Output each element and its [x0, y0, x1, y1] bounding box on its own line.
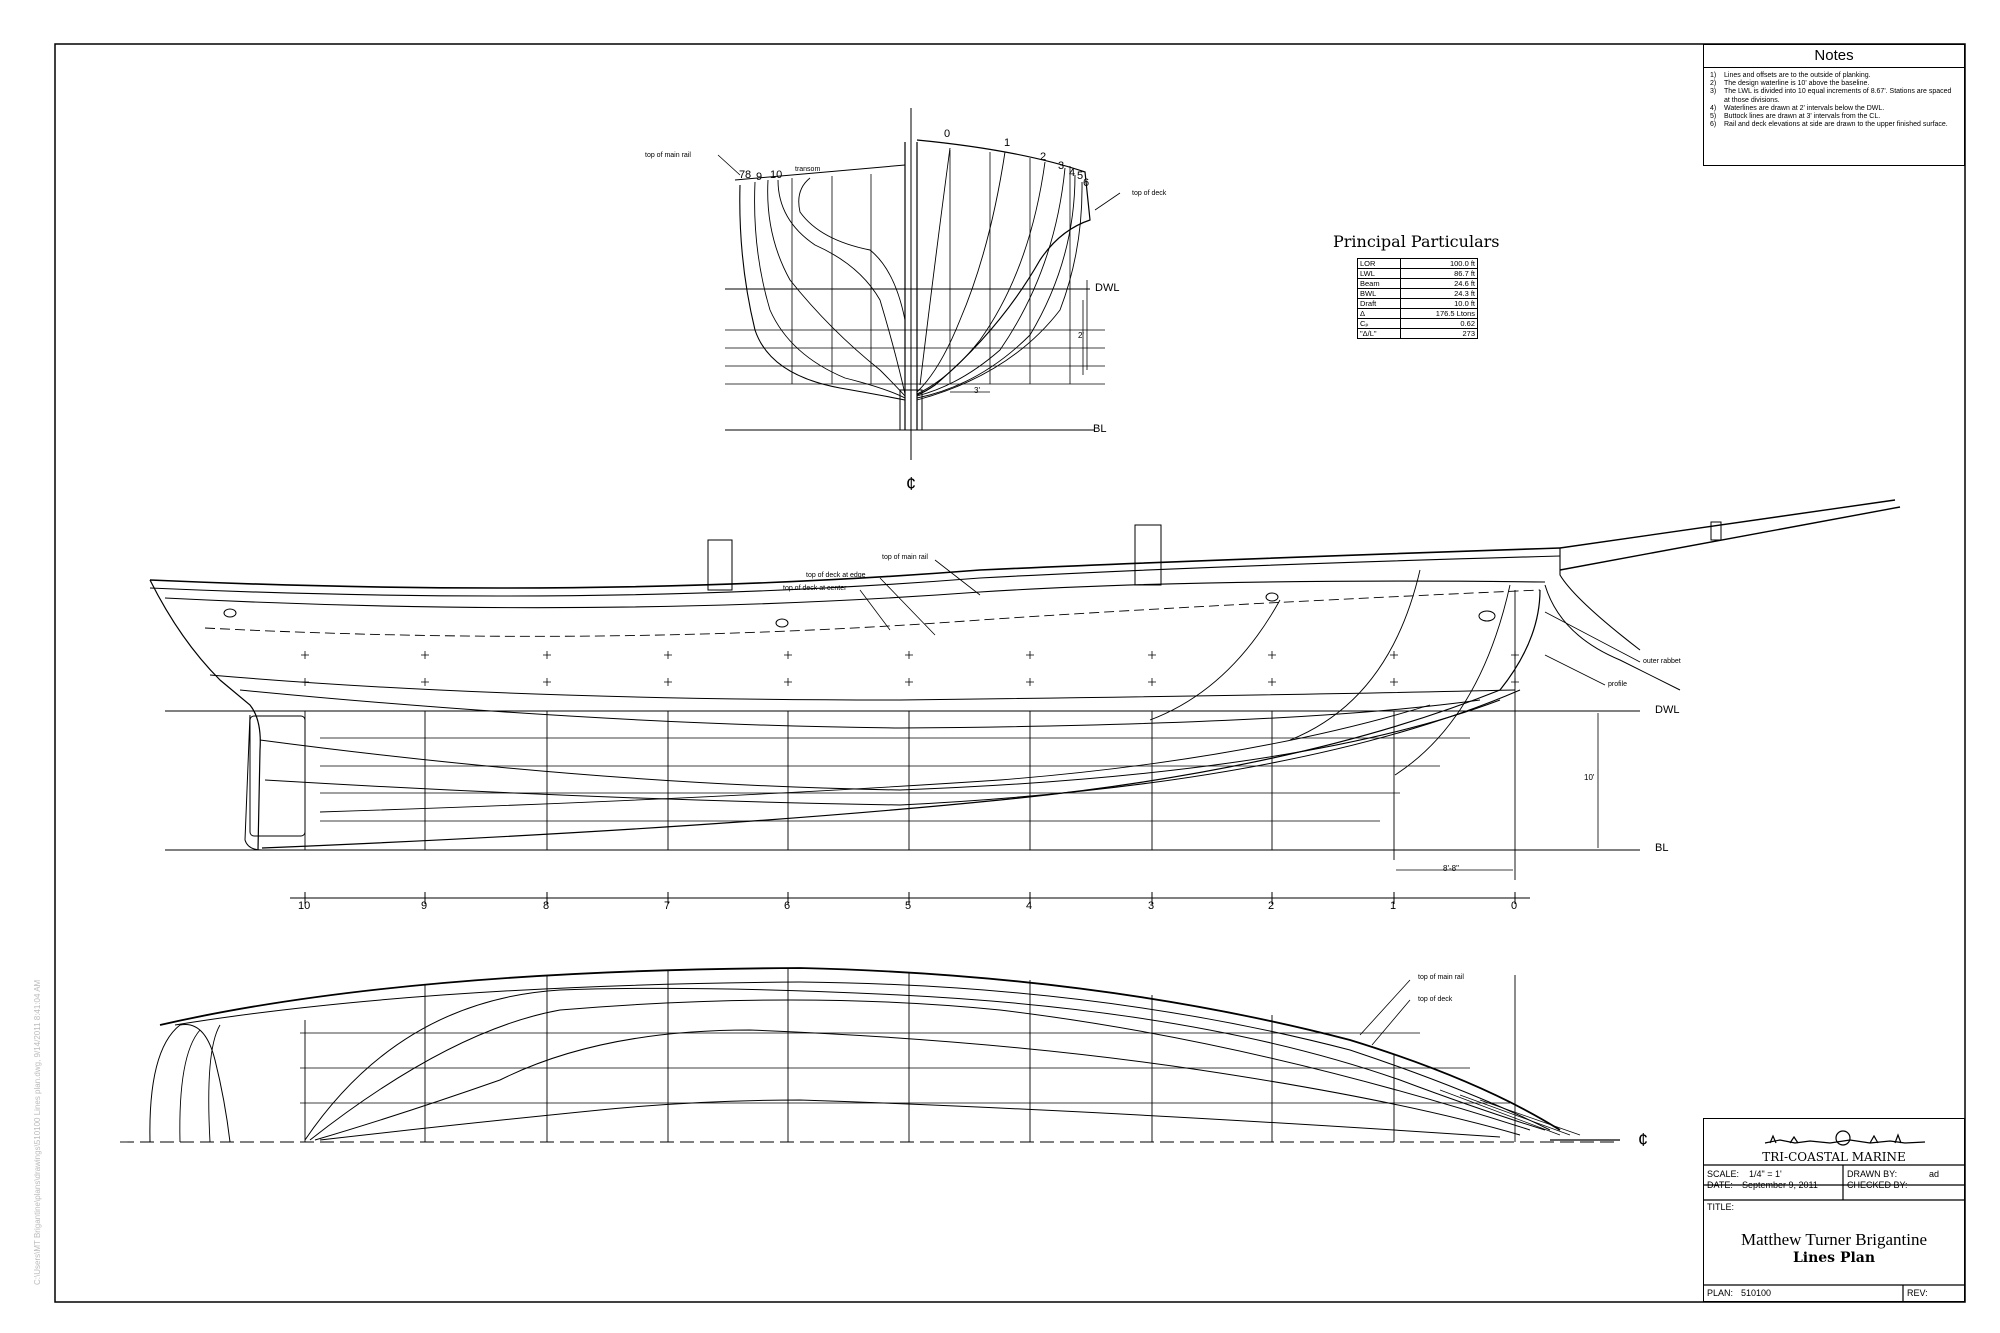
profile-top-of-main-rail-label: top of main rail	[882, 554, 928, 561]
halfbreadth-top-of-main-rail-label: top of main rail	[1418, 974, 1464, 981]
drawn-by-label: DRAWN BY:	[1847, 1169, 1898, 1179]
profile-dim-station-label: 8'-8"	[1443, 864, 1459, 873]
note-item: 1)Lines and offsets are to the outside o…	[1710, 72, 1871, 79]
body-aft-station-9: 9	[756, 171, 763, 183]
notes-list: 1)Lines and offsets are to the outside o…	[1704, 68, 1964, 129]
scale-value: 1/4" = 1'	[1749, 1169, 1782, 1179]
station-label-2: 2	[1268, 900, 1275, 912]
halfbreadth-centerline-symbol: ¢	[1638, 1130, 1649, 1150]
station-label-7: 7	[664, 900, 671, 912]
station-label-1: 1	[1390, 900, 1397, 912]
body-top-of-main-rail-label: top of main rail	[645, 152, 691, 159]
station-label-6: 6	[784, 900, 791, 912]
half-breadth-view	[120, 967, 1620, 1143]
station-label-8: 8	[543, 900, 550, 912]
body-aft-station-8: 8	[745, 169, 752, 181]
body-fwd-station-5: 5	[1077, 170, 1084, 182]
note-item: 3)The LWL is divided into 10 equal incre…	[1710, 88, 1952, 104]
body-fwd-station-2: 2	[1040, 151, 1047, 163]
note-item: 2)The design waterline is 10' above the …	[1710, 80, 1870, 88]
note-item: 6)Rail and deck elevations at side are d…	[1710, 121, 1948, 129]
table-row: "Δ/L"273	[1357, 328, 1478, 339]
station-label-0: 0	[1511, 900, 1518, 912]
profile-view	[149, 499, 1901, 904]
rev-label: REV:	[1907, 1288, 1928, 1298]
note-item: 4)Waterlines are drawn at 2' intervals b…	[1710, 104, 1885, 112]
station-label-4: 4	[1026, 900, 1033, 912]
title-label: TITLE:	[1707, 1202, 1735, 1212]
notes-title: Notes	[1704, 45, 1964, 68]
checked-by-label: CHECKED BY:	[1847, 1180, 1908, 1190]
notes-box: Notes 1)Lines and offsets are to the out…	[1703, 44, 1965, 166]
profile-bl-label: BL	[1655, 842, 1669, 854]
body-aft-station-10: 10	[770, 169, 783, 181]
body-fwd-station-3: 3	[1058, 160, 1065, 172]
drawing-border	[54, 43, 1966, 1303]
principal-particulars-title: Principal Particulars	[1333, 232, 1500, 251]
profile-top-of-deck-at-center-label: top of deck at center	[783, 585, 847, 592]
body-fwd-station-1: 1	[1004, 137, 1011, 149]
body-fwd-station-6: 6	[1083, 177, 1090, 189]
station-label-5: 5	[905, 900, 912, 912]
date-value: September 9, 2011	[1742, 1180, 1818, 1190]
drawing-title-line2: Lines Plan	[1792, 1250, 1876, 1266]
station-label-9: 9	[421, 900, 428, 912]
body-bl-label: BL	[1093, 423, 1107, 435]
plan-value: 510100	[1741, 1288, 1772, 1298]
note-item: 5)Buttock lines are drawn at 3' interval…	[1710, 113, 1881, 121]
scale-label: SCALE:	[1707, 1169, 1740, 1179]
body-dwl-label: DWL	[1095, 282, 1120, 294]
date-label: DATE:	[1707, 1180, 1733, 1190]
halfbreadth-top-of-deck-label: top of deck	[1418, 996, 1453, 1003]
station-label-3: 3	[1148, 900, 1155, 912]
company-logo	[1764, 1130, 1926, 1146]
body-centerline-symbol: ¢	[906, 474, 917, 494]
station-label-10: 10	[298, 900, 311, 912]
body-dim-2-label: 2'	[1078, 331, 1084, 340]
drawn-by-value: ad	[1929, 1169, 1940, 1179]
body-dim-3-label: 3'	[974, 386, 980, 395]
profile-top-of-deck-at-edge-label: top of deck at edge	[806, 572, 866, 579]
profile-profile-label: profile	[1608, 681, 1628, 688]
body-fwd-station-4: 4	[1069, 167, 1076, 179]
title-block: TRI-COASTAL MARINE SCALE: 1/4" = 1' DRAW…	[1703, 1118, 1965, 1302]
profile-dim-10-label: 10'	[1584, 773, 1595, 782]
body-aft-station-7: 7	[739, 169, 746, 181]
company-name: TRI-COASTAL MARINE	[1762, 1150, 1906, 1164]
drawing-title-line1: Matthew Turner Brigantine	[1740, 1230, 1928, 1249]
body-transom-label: transom	[795, 166, 821, 173]
body-top-of-deck-label: top of deck	[1132, 190, 1167, 197]
body-fwd-station-0: 0	[944, 128, 951, 140]
plan-label: PLAN:	[1707, 1288, 1734, 1298]
file-path-margin-text: C:\Users\MT Brigantine\plans\drawings\51…	[33, 979, 42, 1285]
profile-dwl-label: DWL	[1655, 704, 1680, 716]
profile-outer-rabbet-label: outer rabbet	[1643, 658, 1681, 665]
body-plan	[717, 108, 1121, 460]
title-block-lines	[1703, 1164, 1965, 1302]
